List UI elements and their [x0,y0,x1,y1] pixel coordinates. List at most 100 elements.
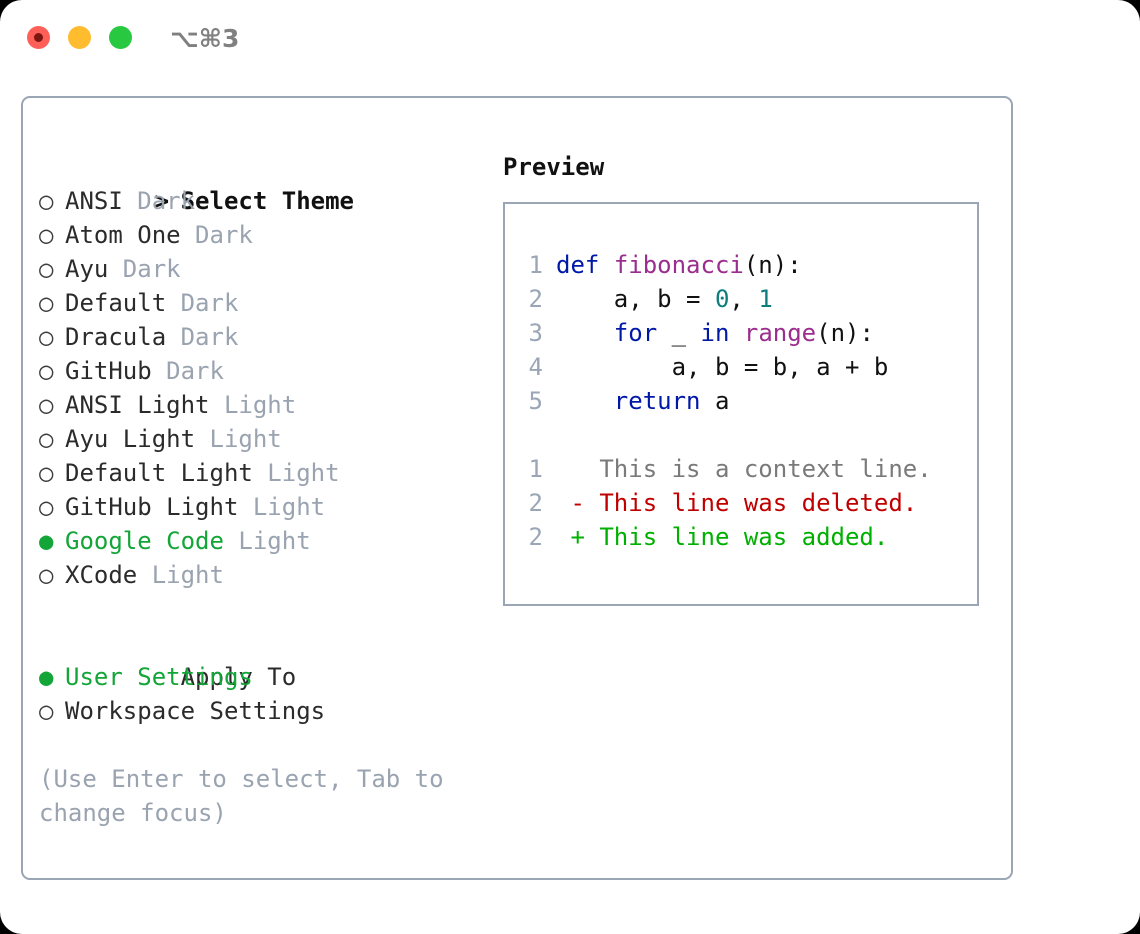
radio-unselected-icon: ○ [39,221,54,249]
theme-option-label: Dracula [65,323,167,351]
hint-spacer [39,728,489,762]
theme-option-dracula[interactable]: ○Dracula Dark [39,320,489,354]
diff-line-text: + This line was added. [556,523,889,551]
theme-list-column: >Select Theme ○ANSI Dark○Atom One Dark○A… [39,150,489,830]
radio-selected-icon: ● [39,663,54,691]
maximize-button[interactable] [109,26,132,49]
code-line-number: 3 [528,319,543,347]
code-token-pl: (n): [743,251,802,279]
theme-variant-badge: Dark [122,187,196,215]
diff-line-del: 2 - This line was deleted. [517,486,971,520]
keyboard-shortcut-label: ⌥⌘3 [170,24,240,53]
apply-to-title: Apply To [180,663,297,691]
code-line-number: 1 [528,251,543,279]
code-token-pl: a, b = [556,285,715,313]
theme-picker-dialog: >Select Theme ○ANSI Dark○Atom One Dark○A… [21,96,1013,880]
code-line: 5 return a [517,384,971,418]
theme-option-label: ANSI [65,187,123,215]
diff-line-number: 2 [528,523,543,551]
code-token-pl [599,251,613,279]
theme-option-label: Ayu Light [65,425,196,453]
diff-line-number: 1 [528,455,543,483]
close-button[interactable] [27,26,50,49]
theme-option-list: ○ANSI Dark○Atom One Dark○Ayu Dark○Defaul… [39,184,489,592]
radio-unselected-icon: ○ [39,425,54,453]
radio-selected-icon: ● [39,527,54,555]
diff-line-text: - This line was deleted. [556,489,918,517]
apply-to-option-workspace-settings[interactable]: ○ Workspace Settings [39,694,489,728]
code-token-fn: fibonacci [613,251,744,279]
theme-variant-badge: Dark [166,289,239,317]
code-token-pl: (n): [816,319,874,347]
theme-option-atom-one[interactable]: ○Atom One Dark [39,218,489,252]
theme-option-label: ANSI Light [65,391,210,419]
theme-option-label: Default Light [65,459,253,487]
code-line: 1 def fibonacci(n): [517,248,971,282]
code-token-pl: _ [657,319,701,347]
diff-line-text: This is a context line. [556,455,932,483]
code-token-pl: a, b = b, a + b [556,353,889,381]
theme-variant-badge: Dark [151,357,224,385]
code-line: 3 for _ in range(n): [517,316,971,350]
radio-unselected-icon: ○ [39,697,54,725]
focus-caret-icon: > [154,187,170,215]
theme-option-ansi[interactable]: ○ ANSI Dark [39,184,489,218]
theme-variant-badge: Light [238,493,326,521]
code-token-fn: range [743,319,817,347]
theme-option-default[interactable]: ○Default Dark [39,286,489,320]
theme-variant-badge: Dark [180,221,253,249]
diff-line-number: 2 [528,489,543,517]
theme-option-google-code[interactable]: ● Google Code Light [39,524,489,558]
theme-variant-badge: Light [223,527,311,555]
code-token-pl: , [729,285,759,313]
code-token-pl [556,387,614,415]
code-line-number: 2 [528,285,543,313]
radio-unselected-icon: ○ [39,255,54,283]
select-theme-heading: >Select Theme [39,150,489,215]
title-bar: ⌥⌘3 [0,0,1140,76]
code-line: 2 a, b = 0, 1 [517,282,971,316]
code-line-number: 4 [528,353,543,381]
radio-unselected-icon: ○ [39,187,54,215]
radio-unselected-icon: ○ [39,391,54,419]
code-token-pl [556,319,614,347]
radio-unselected-icon: ○ [39,493,54,521]
theme-option-default-light[interactable]: ○Default Light Light [39,456,489,490]
minimize-button[interactable] [68,26,91,49]
radio-unselected-icon: ○ [39,357,54,385]
theme-option-label: XCode [65,561,138,589]
apply-to-option-label: User Settings [65,663,253,691]
diff-line-ctx: 1 This is a context line. [517,452,971,486]
list-spacer [39,592,489,626]
apply-to-option-user-settings[interactable]: ● User Settings [39,660,489,694]
theme-variant-badge: Light [195,425,282,453]
theme-option-label: GitHub Light [65,493,239,521]
theme-option-label: Default [65,289,167,317]
code-line-number: 5 [528,387,543,415]
code-blank-line [517,418,971,452]
apply-to-option-label: Workspace Settings [65,697,326,725]
theme-option-ayu-light[interactable]: ○ Ayu Light Light [39,422,489,456]
theme-option-xcode[interactable]: ○XCode Light [39,558,489,592]
theme-option-github[interactable]: ○GitHub Dark [39,354,489,388]
theme-variant-badge: Light [137,561,224,589]
code-line: 4 a, b = b, a + b [517,350,971,384]
theme-option-ansi-light[interactable]: ○ANSI Light Light [39,388,489,422]
theme-option-github-light[interactable]: ○ GitHub Light Light [39,490,489,524]
theme-option-label: Google Code [65,527,224,555]
code-token-kw: def [556,251,600,279]
code-token-kw: in [700,319,730,347]
code-token-pl [729,319,743,347]
code-token-pl: a [700,387,730,415]
theme-option-ayu[interactable]: ○Ayu Dark [39,252,489,286]
theme-variant-badge: Dark [108,255,181,283]
radio-unselected-icon: ○ [39,323,54,351]
preview-heading: Preview [503,153,605,181]
code-token-num: 0 [714,285,730,313]
apply-to-heading: Apply To [39,626,489,691]
